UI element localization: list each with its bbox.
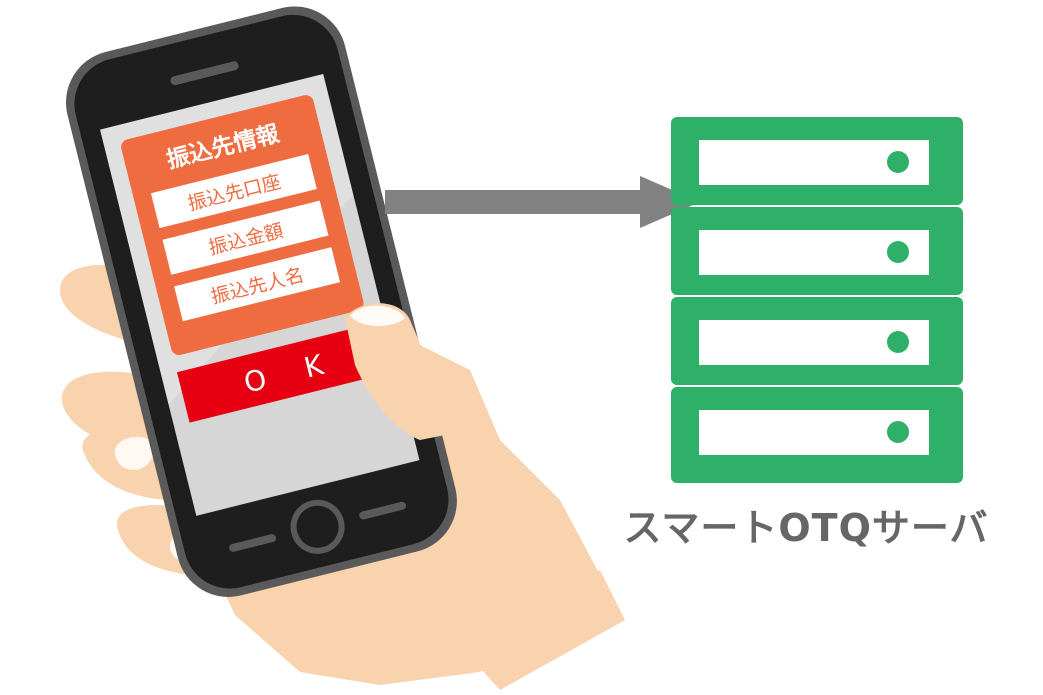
server-led-4: [887, 421, 909, 443]
arrow-right-icon: [385, 176, 700, 228]
phone-bottom-line-left: [229, 534, 276, 552]
field-box-1: [150, 154, 317, 229]
server-label: スマートOTQサーバ: [623, 506, 989, 550]
ok-button[interactable]: [177, 320, 396, 423]
thumb-nail: [350, 305, 405, 326]
phone-speaker: [170, 61, 239, 86]
server-led-2: [887, 241, 909, 263]
field-box-2: [162, 200, 329, 275]
hand-thumb: [345, 303, 470, 440]
arrow-head: [640, 176, 700, 228]
server-led-1: [887, 151, 909, 173]
phone-bottom-line-right: [359, 501, 406, 520]
thumb: [345, 303, 470, 440]
hand-wrist: [455, 570, 625, 690]
server-led-3: [887, 331, 909, 353]
fingernail-1: [114, 436, 155, 470]
arrow-shaft: [385, 190, 647, 214]
field-box-3: [174, 247, 341, 322]
smartphone-icon: 振込先情報 振込先口座 振込金額 振込先人名 O K: [65, 6, 457, 597]
server-rack-icon: [671, 117, 963, 483]
home-button: [290, 499, 345, 554]
